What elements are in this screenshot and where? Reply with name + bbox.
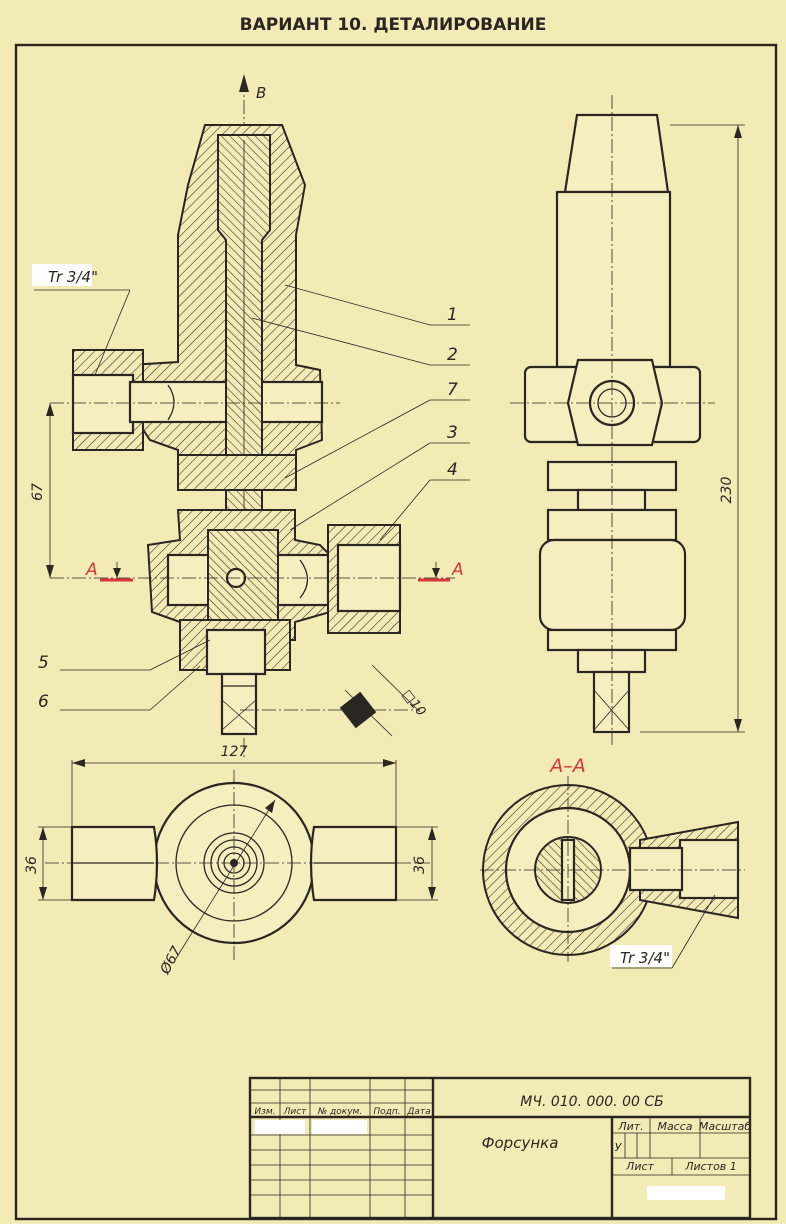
square-shank <box>220 672 258 736</box>
dim-67-label: 67 <box>30 483 46 501</box>
part-label-7: 7 <box>447 380 458 400</box>
part-label-3: 3 <box>447 423 458 443</box>
part-label-1: 1 <box>447 305 458 325</box>
scale-header: Масштаб <box>699 1120 751 1133</box>
top-view: 127 36 36 Ø67 <box>24 744 438 978</box>
title-block: Изм. Лист № докум. Подп. Дата МЧ. 010. 0… <box>248 1076 751 1220</box>
dim-dia67-label: Ø67 <box>157 944 185 978</box>
part-label-5: 5 <box>38 653 49 673</box>
header-podp: Подп. <box>373 1107 400 1117</box>
section-marker-right-label: A <box>451 560 464 580</box>
dim-36-left-label: 36 <box>24 856 40 874</box>
thread-label-bottom: Tr 3/4" <box>620 949 670 967</box>
thread-label-top: Tr 3/4" <box>48 268 98 286</box>
dim-230-label: 230 <box>719 477 735 504</box>
part-label-2: 2 <box>447 345 458 365</box>
sheets-label: Листов 1 <box>684 1160 737 1173</box>
side-view: 230 <box>510 95 745 745</box>
header-data: Дата <box>406 1107 430 1117</box>
part-label-4: 4 <box>447 460 458 480</box>
dim-127-label: 127 <box>221 744 248 760</box>
mass-header: Масса <box>657 1120 692 1133</box>
square-detail: □10 <box>240 664 429 737</box>
part-nut-7 <box>177 454 297 491</box>
lit-header: Лит. <box>617 1120 643 1133</box>
dim-36-right-label: 36 <box>412 856 428 874</box>
header-list: Лист <box>283 1107 308 1117</box>
section-title: А–А <box>548 755 586 777</box>
direction-b-label: B <box>256 84 266 102</box>
lit-value: У <box>615 1141 623 1154</box>
part-label-6: 6 <box>38 692 49 712</box>
sheet-label: Лист <box>625 1160 654 1173</box>
front-section-view: B 67 <box>30 74 470 760</box>
doc-code: МЧ. 010. 000. 00 СБ <box>520 1094 663 1110</box>
drawing-name: Форсунка <box>482 1134 559 1152</box>
section-a-a: А–А Tr 3/4" <box>480 755 745 969</box>
square-size-label: □10 <box>399 687 429 719</box>
header-doc: № докум. <box>317 1107 362 1117</box>
section-marker-left-label: A <box>85 560 98 580</box>
page-title: ВАРИАНТ 10. ДЕТАЛИРОВАНИЕ <box>240 15 547 35</box>
header-izm: Изм. <box>254 1107 275 1117</box>
